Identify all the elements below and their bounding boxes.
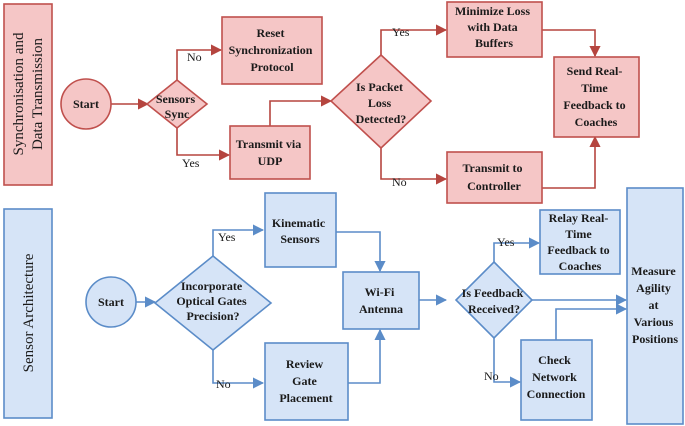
reset-sync-text: Reset Synchronization Protocol bbox=[229, 26, 316, 74]
incorporate-optical-text: Incorporate Optical Gates Precision? bbox=[176, 279, 249, 323]
edge-incorporate-no-review bbox=[212, 350, 265, 389]
check-network-box: Check Network Connection bbox=[520, 339, 593, 421]
measure-agility-text: Measure Agility at Various Positions bbox=[631, 264, 678, 346]
sensors-sync-decision: Sensors Sync bbox=[145, 78, 209, 130]
edge-check-to-measure bbox=[555, 303, 628, 340]
send-feedback-box: Send Real- Time Feedback to Coaches bbox=[553, 56, 640, 138]
lane-label-sensor-architecture: Sensor Architecture bbox=[3, 208, 53, 419]
bottom-start-text: Start bbox=[98, 295, 124, 309]
lane-label-synchronisation: Synchronisation and Data Transmission bbox=[3, 3, 53, 186]
incorporate-optical-decision: Incorporate Optical Gates Precision? bbox=[153, 254, 273, 352]
transmit-udp-box: Transmit via UDP bbox=[229, 125, 311, 180]
check-network-text: Check Network Connection bbox=[527, 353, 586, 401]
send-feedback-text: Send Real- Time Feedback to Coaches bbox=[563, 64, 628, 129]
edge-packet-yes-minimize bbox=[380, 24, 448, 55]
reset-sync-box: Reset Synchronization Protocol bbox=[221, 16, 323, 85]
wifi-antenna-text: Wi-Fi Antenna bbox=[359, 285, 403, 316]
feedback-received-decision: Is Feedback Received? bbox=[454, 260, 534, 340]
edge-kinematic-to-wifi bbox=[336, 231, 386, 273]
label-no-review: No bbox=[216, 377, 231, 391]
sensors-sync-text: Sensors Sync bbox=[156, 92, 198, 121]
label-yes-udp: Yes bbox=[182, 156, 200, 170]
lane-bottom-line1: Sensor Architecture bbox=[21, 253, 37, 372]
edge-feedback-no-check bbox=[493, 338, 522, 388]
edge-incorporate-yes-kinematic bbox=[212, 224, 265, 257]
measure-agility-box: Measure Agility at Various Positions bbox=[626, 187, 684, 425]
top-start-node: Start bbox=[60, 78, 112, 130]
lane-top-line1: Synchronisation and bbox=[11, 32, 27, 155]
packet-loss-decision: Is Packet Loss Detected? bbox=[329, 53, 433, 150]
edge-review-to-wifi bbox=[348, 328, 386, 384]
review-gate-box: Review Gate Placement bbox=[264, 342, 349, 421]
bottom-start-node: Start bbox=[85, 276, 137, 328]
minimize-loss-box: Minimize Loss with Data Buffers bbox=[446, 1, 543, 58]
relay-feedback-text: Relay Real- Time Feedback to Coaches bbox=[547, 211, 612, 273]
label-no-reset: No bbox=[187, 50, 202, 64]
packet-loss-text: Is Packet Loss Detected? bbox=[356, 80, 407, 126]
minimize-loss-text: Minimize Loss with Data Buffers bbox=[455, 4, 533, 50]
edge-minimize-to-send bbox=[542, 29, 601, 58]
edge-sync-no-reset bbox=[176, 44, 223, 80]
label-yes-minimize: Yes bbox=[392, 25, 410, 39]
relay-feedback-box: Relay Real- Time Feedback to Coaches bbox=[539, 209, 621, 275]
edge-sync-yes-udp bbox=[176, 128, 231, 161]
transmit-controller-text: Transmit to Controller bbox=[462, 161, 525, 193]
edge-udp-to-packet bbox=[269, 95, 333, 126]
transmit-controller-box: Transmit to Controller bbox=[446, 151, 543, 204]
transmit-udp-text: Transmit via UDP bbox=[236, 137, 304, 168]
wifi-antenna-box: Wi-Fi Antenna bbox=[342, 271, 420, 330]
review-gate-text: Review Gate Placement bbox=[279, 357, 332, 405]
lane-top-line2: Data Transmission bbox=[30, 37, 46, 150]
label-no-check: No bbox=[484, 369, 499, 383]
kinematic-sensors-text: Kinematic Sensors bbox=[272, 216, 328, 246]
edge-packet-no-controller bbox=[380, 148, 448, 185]
label-yes-kinematic: Yes bbox=[218, 230, 236, 244]
label-no-controller: No bbox=[392, 175, 407, 189]
edge-feedback-yes-relay bbox=[493, 237, 541, 262]
top-start-text: Start bbox=[73, 97, 99, 111]
label-yes-relay: Yes bbox=[497, 235, 515, 249]
feedback-received-text: Is Feedback Received? bbox=[462, 286, 527, 316]
edge-controller-to-send bbox=[542, 135, 601, 189]
kinematic-sensors-box: Kinematic Sensors bbox=[264, 192, 337, 268]
